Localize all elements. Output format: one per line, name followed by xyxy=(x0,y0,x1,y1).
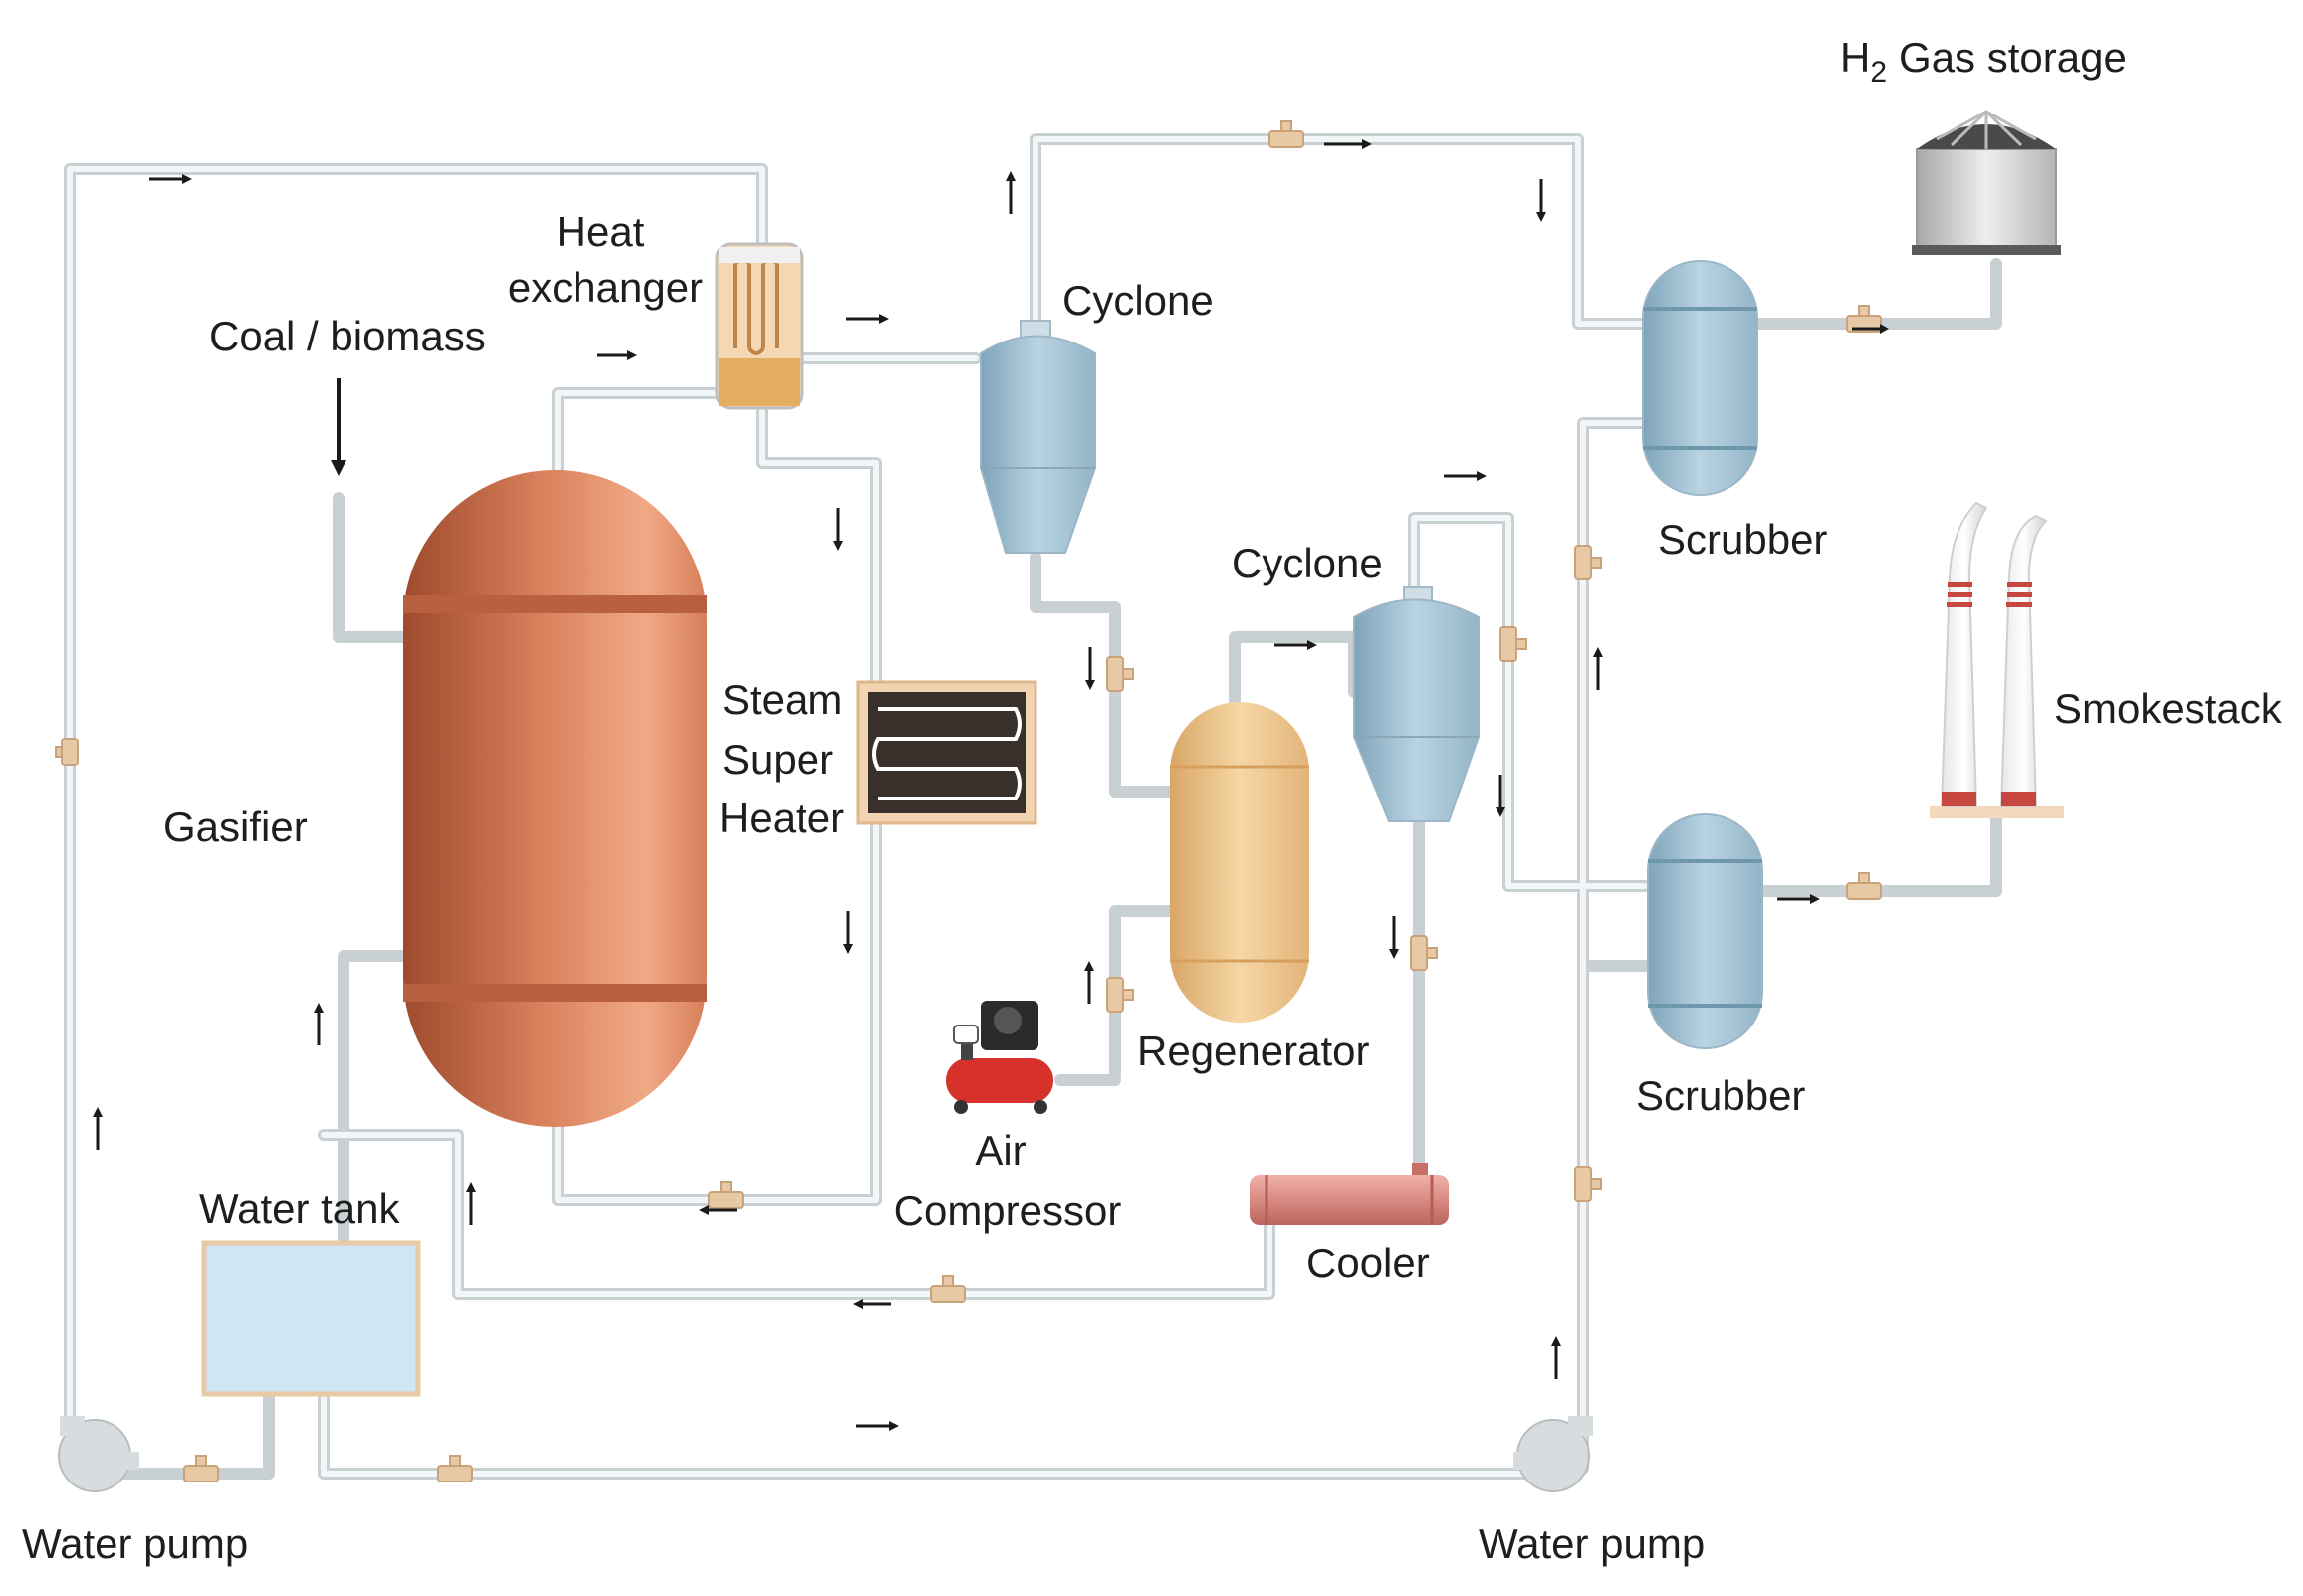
cyclone-top-label: Cyclone xyxy=(1062,277,1214,324)
water-pump-right-label: Water pump xyxy=(1479,1520,1705,1567)
scrubber-top-icon xyxy=(1642,260,1758,496)
arrow-right-icon xyxy=(1324,139,1372,149)
arrow-down-icon-thick xyxy=(331,378,346,476)
water-tank-icon xyxy=(201,1240,421,1397)
arrow-right-icon xyxy=(856,1421,899,1431)
arrow-right-icon xyxy=(1777,894,1820,904)
valve-icon xyxy=(1106,977,1134,1013)
arrow-right-icon xyxy=(846,314,889,324)
heat-exchanger-label-line2: exchanger xyxy=(508,264,703,311)
valve-icon xyxy=(708,1181,744,1209)
steam-super-heater-icon xyxy=(856,680,1037,825)
arrow-up-icon xyxy=(1551,1336,1561,1379)
water-tank-label: Water tank xyxy=(199,1185,401,1232)
water-pump-left-icon xyxy=(58,1416,139,1492)
valve-icon xyxy=(1574,545,1602,580)
steam-label-line2: Super xyxy=(722,736,833,783)
water-pump-right-icon xyxy=(1513,1416,1593,1492)
arrow-up-icon xyxy=(314,1003,324,1045)
pipe-network-highlight xyxy=(67,136,1651,1477)
cooler-icon xyxy=(1250,1163,1449,1225)
valve-icon xyxy=(1410,935,1438,971)
valve-icon xyxy=(1846,872,1882,900)
arrow-down-icon xyxy=(1085,647,1095,690)
arrow-right-icon xyxy=(149,174,192,184)
arrow-up-icon xyxy=(93,1107,103,1150)
arrow-down-icon xyxy=(833,508,843,551)
valves xyxy=(55,120,1882,1482)
arrow-down-icon xyxy=(1496,775,1505,817)
valve-icon xyxy=(437,1455,473,1482)
arrow-right-icon xyxy=(1444,471,1487,481)
valve-icon xyxy=(55,738,79,766)
arrow-down-icon xyxy=(843,911,853,954)
flow-arrows xyxy=(93,139,1889,1431)
gasifier-label: Gasifier xyxy=(163,803,308,850)
arrow-left-icon xyxy=(853,1299,891,1309)
valve-icon xyxy=(1574,1166,1602,1202)
steam-label-line3: Heater xyxy=(719,795,844,841)
arrow-right-icon xyxy=(1274,640,1317,650)
air-compressor-icon xyxy=(946,1001,1053,1114)
gasifier-icon xyxy=(403,470,707,1127)
smokestack-label: Smokestack xyxy=(2054,685,2283,732)
valve-icon xyxy=(1499,626,1527,662)
heat-exchanger-label-line1: Heat xyxy=(557,208,645,255)
arrow-up-icon xyxy=(1006,171,1016,214)
steam-label-line1: Steam xyxy=(722,676,842,723)
cyclone-mid-label: Cyclone xyxy=(1232,540,1383,586)
air-compressor-label-line2: Compressor xyxy=(894,1187,1122,1234)
valve-icon xyxy=(930,1275,966,1303)
heat-exchanger-icon xyxy=(715,242,804,410)
smokestack-icon xyxy=(1930,501,2064,818)
valve-icon xyxy=(1268,120,1304,148)
valve-icon xyxy=(183,1455,219,1482)
arrow-left-icon xyxy=(699,1205,737,1215)
cyclone-mid-icon xyxy=(1353,586,1480,822)
arrow-right-icon xyxy=(1852,324,1889,334)
arrow-down-icon xyxy=(1536,179,1546,222)
arrow-up-icon xyxy=(1593,647,1603,690)
cyclone-top-icon xyxy=(980,320,1096,554)
scrubber-bottom-icon xyxy=(1647,813,1763,1049)
scrubber-top-label: Scrubber xyxy=(1658,516,1827,563)
cooler-label: Cooler xyxy=(1306,1240,1430,1286)
air-compressor-label-line1: Air xyxy=(975,1127,1026,1174)
arrow-up-icon xyxy=(1084,961,1094,1004)
arrow-right-icon xyxy=(597,350,637,360)
h2-gas-storage-icon xyxy=(1912,110,2061,255)
valve-icon xyxy=(1106,656,1134,692)
arrow-up-icon xyxy=(466,1182,476,1225)
regenerator-label: Regenerator xyxy=(1137,1027,1369,1074)
arrow-down-icon xyxy=(1389,916,1399,959)
coal-biomass-label: Coal / biomass xyxy=(209,313,486,359)
regenerator-icon xyxy=(1170,702,1309,1023)
water-pump-left-label: Water pump xyxy=(22,1520,248,1567)
scrubber-bottom-label: Scrubber xyxy=(1636,1072,1805,1119)
